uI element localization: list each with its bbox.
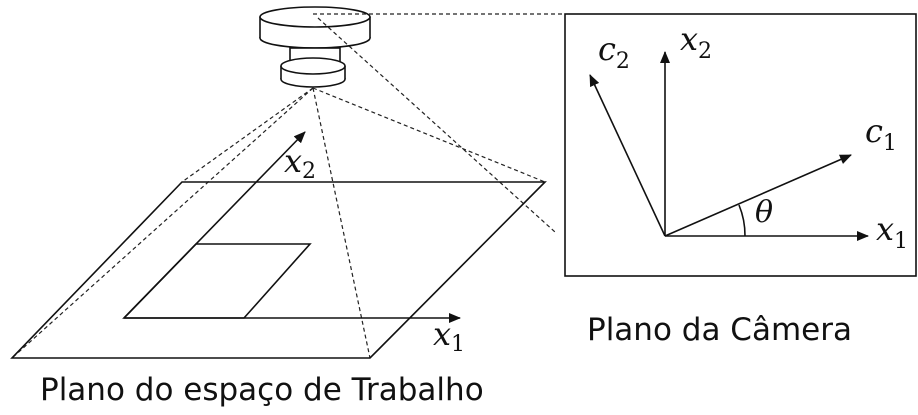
camera-plane-frame (564, 13, 917, 277)
camera-c2-axis (589, 74, 666, 237)
camera-x1-label: x1 (876, 210, 908, 254)
camera-c1-label: c1 (865, 112, 897, 156)
projection-lines (11, 13, 565, 359)
workspace-x2-axis (123, 131, 306, 319)
theta-arc (738, 204, 746, 237)
workspace-plane-caption: Plano do espaço de Trabalho (40, 372, 484, 408)
workspace-x1-label: x1 (433, 315, 465, 357)
camera-x2-label: x2 (680, 20, 712, 64)
camera-icon (259, 6, 371, 88)
camera-c2-label: c2 (598, 30, 630, 74)
camera-c1-axis (664, 154, 852, 237)
theta-label: θ (755, 195, 773, 230)
camera-plane-axes (589, 51, 869, 241)
camera-plane-caption: Plano da Câmera (587, 312, 852, 348)
workspace-plane (10, 131, 547, 359)
workspace-x2-label: x2 (284, 142, 316, 184)
